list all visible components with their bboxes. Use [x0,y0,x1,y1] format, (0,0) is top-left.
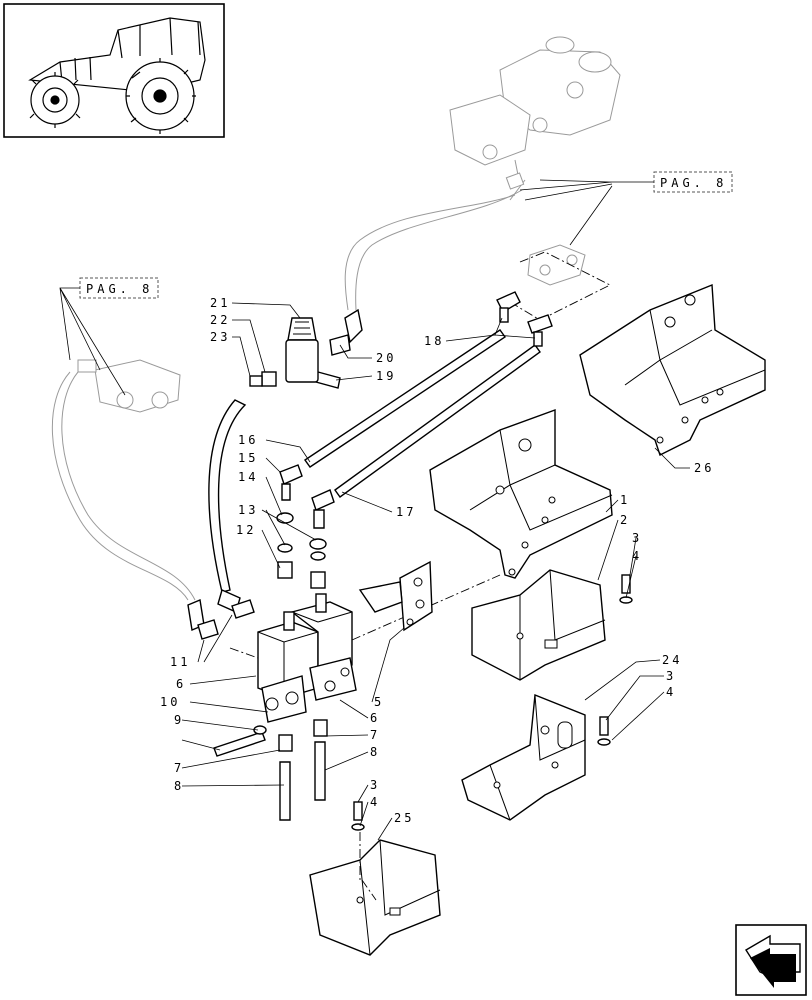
callout-7a[interactable]: 7 [174,761,184,775]
callout-15[interactable]: 15 [238,451,258,465]
callout-26[interactable]: 26 [694,461,714,475]
navigation-arrow-button[interactable] [735,924,807,996]
callout-1[interactable]: 1 [620,493,630,507]
bracket-5 [358,560,433,632]
callout-16[interactable]: 16 [238,433,258,447]
callout-9[interactable]: 9 [174,713,184,727]
callout-6b[interactable]: 6 [370,711,380,725]
callout-6a[interactable]: 6 [176,677,186,691]
callout-4b[interactable]: 4 [666,685,676,699]
tractor-thumbnail[interactable] [3,3,225,138]
callout-10[interactable]: 10 [160,695,180,709]
tractor-icon [28,17,206,134]
callout-3b[interactable]: 3 [666,669,676,683]
callout-18[interactable]: 18 [424,334,444,348]
callout-7b[interactable]: 7 [370,728,380,742]
callout-11[interactable]: 11 [170,655,190,669]
callout-14[interactable]: 14 [238,470,258,484]
callout-8b[interactable]: 8 [370,745,380,759]
fittings-mid [187,464,335,640]
mounting-frame-1 [429,409,613,579]
cover-2 [471,569,606,681]
callout-labels: 21 22 23 20 19 18 16 15 14 13 12 17 1 2 … [160,296,714,825]
callout-4c[interactable]: 4 [370,795,380,809]
callout-25[interactable]: 25 [394,811,414,825]
ghost-valve-top [344,36,621,311]
callout-17[interactable]: 17 [396,505,416,519]
solenoid-valve [213,574,501,757]
ghost-tee-fitting [514,244,612,321]
callout-12[interactable]: 12 [236,523,256,537]
callout-23[interactable]: 23 [210,330,230,344]
callout-20[interactable]: 20 [376,351,396,365]
callout-21[interactable]: 21 [210,296,230,310]
callout-8a[interactable]: 8 [174,779,184,793]
bracket-24 [461,694,586,821]
callout-3c[interactable]: 3 [370,778,380,792]
leader-lines [181,302,690,841]
callout-4a[interactable]: 4 [632,549,642,563]
callout-24[interactable]: 24 [662,653,682,667]
page-reference-left-label: PAG. 8 [86,282,153,296]
callout-22[interactable]: 22 [210,313,230,327]
arrow-left-icon [745,934,801,988]
pressure-switch [249,317,319,387]
callout-5[interactable]: 5 [374,695,384,709]
callout-13[interactable]: 13 [238,503,258,517]
mounting-frame-26 [579,283,766,456]
page-reference-top-label: PAG. 8 [660,176,727,190]
callout-3a[interactable]: 3 [632,531,642,545]
callout-2[interactable]: 2 [620,513,630,527]
ghost-valve-left [51,359,196,601]
callout-19[interactable]: 19 [376,369,396,383]
page-reference-top[interactable]: PAG. 8 [519,171,733,246]
page-reference-left[interactable]: PAG. 8 [59,277,159,396]
cover-25 [309,832,441,956]
hoses [208,329,541,821]
